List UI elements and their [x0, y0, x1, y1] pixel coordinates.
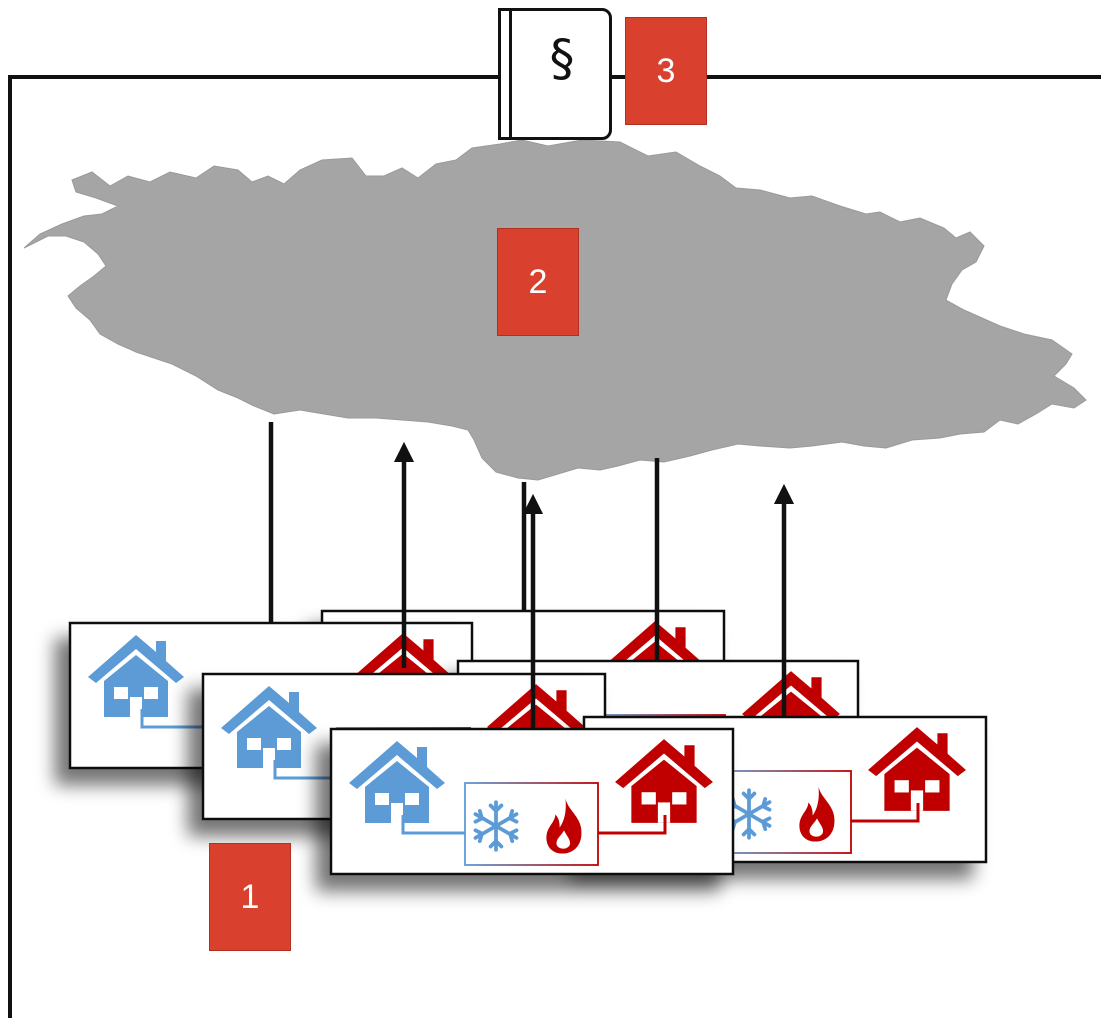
- badge-households: 1: [209, 843, 291, 951]
- law-book-symbol: §: [549, 29, 575, 87]
- household-card: [329, 727, 735, 876]
- front-connection-lines: [393, 441, 795, 728]
- law-book-spine: [509, 8, 512, 140]
- system-boundary-frame: [8, 75, 1101, 1018]
- badge-regulation: 3: [625, 17, 707, 125]
- badge-country-map: 2: [497, 228, 579, 336]
- law-book-icon: §: [498, 8, 612, 140]
- household-cards: [68, 609, 988, 876]
